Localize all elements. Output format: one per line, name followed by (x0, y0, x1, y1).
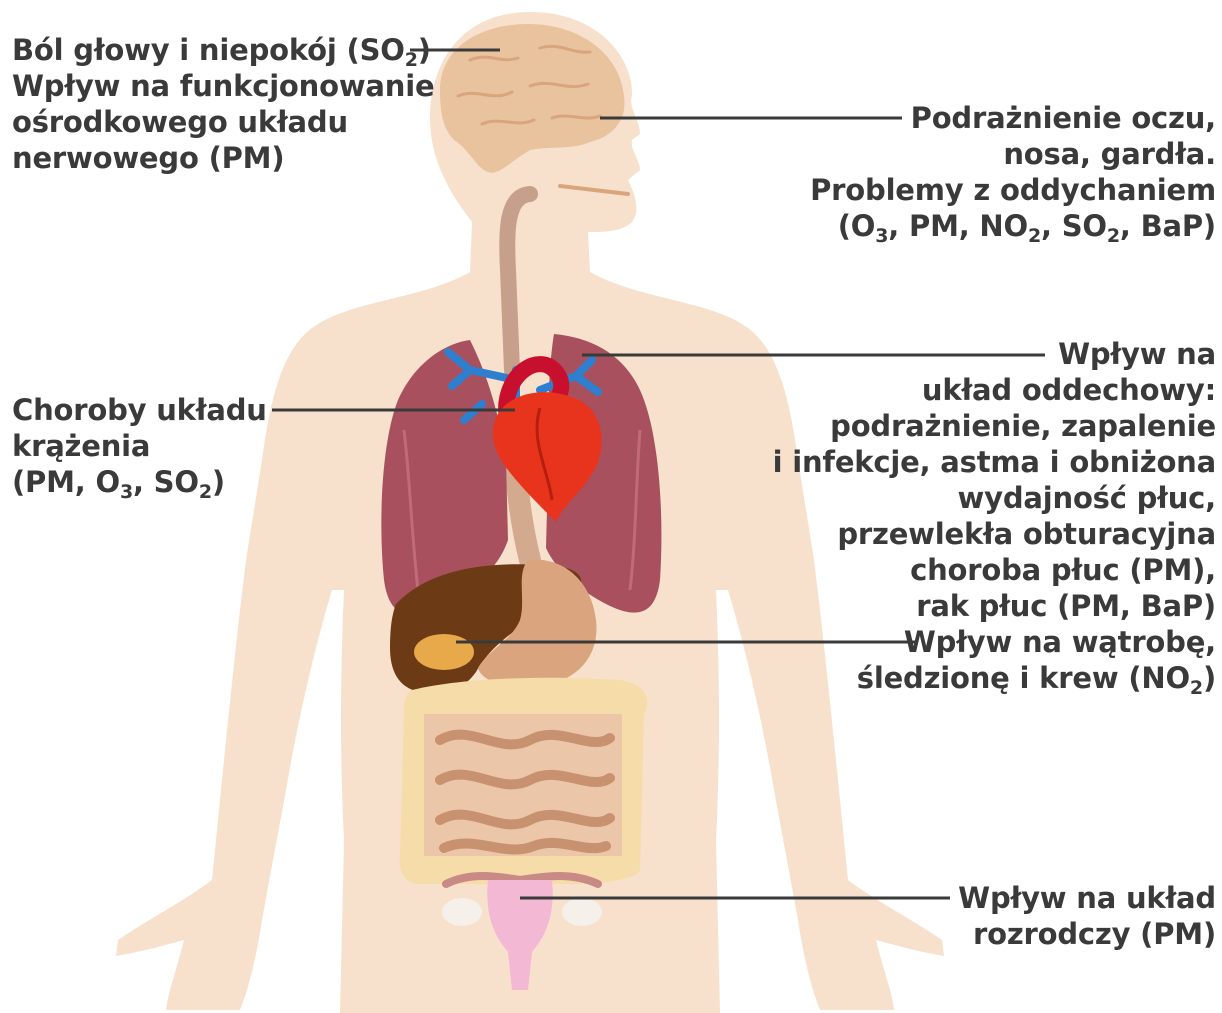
label-text: (PM, O (12, 465, 120, 499)
respiratory-label-line: przewlekła obturacyjna (773, 516, 1216, 552)
left-ovary (442, 898, 482, 926)
respiratory-label-line: rak płuc (PM, BaP) (773, 588, 1216, 624)
label-text: ośrodkowego układu (12, 105, 348, 139)
subscript: 2 (1190, 677, 1203, 699)
label-text: nosa, gardła. (1003, 137, 1216, 171)
label-liver: Wpływ na wątrobę,śledzionę i krew (NO2) (857, 624, 1216, 696)
label-text: Wpływ na układ (958, 881, 1216, 915)
reproductive-label-line: rozrodczy (PM) (958, 916, 1216, 952)
label-text: ) (418, 33, 431, 67)
eyes-label-line: nosa, gardła. (810, 136, 1216, 172)
subscript: 3 (120, 481, 133, 503)
respiratory-label-line: układ oddechowy: (773, 372, 1216, 408)
circulatory-label-line: (PM, O3, SO2) (12, 464, 267, 500)
subscript: 2 (1028, 225, 1041, 247)
label-text: Problemy z oddychaniem (810, 173, 1216, 207)
circulatory-label-line: krążenia (12, 428, 267, 464)
label-text: przewlekła obturacyjna (837, 517, 1216, 551)
right-ovary (562, 898, 602, 926)
label-text: ) (1203, 661, 1216, 695)
respiratory-label-line: i infekcje, astma i obniżona (773, 444, 1216, 480)
label-text: Wpływ na (1058, 337, 1216, 371)
label-text: podrażnienie, zapalenie (830, 409, 1216, 443)
label-brain: Ból głowy i niepokój (SO2)Wpływ na funkc… (12, 32, 434, 176)
eyes-label-line: Podrażnienie oczu, (810, 100, 1216, 136)
label-text: krążenia (12, 429, 150, 463)
label-text: , SO (133, 465, 199, 499)
respiratory-label-line: wydajność płuc, (773, 480, 1216, 516)
reproductive-label-line: Wpływ na układ (958, 880, 1216, 916)
circulatory-label-line: Choroby układu (12, 392, 267, 428)
liver-label-line: Wpływ na wątrobę, (857, 624, 1216, 660)
label-text: nerwowego (PM) (12, 141, 284, 175)
label-text: Podrażnienie oczu, (911, 101, 1216, 135)
label-text: ) (212, 465, 225, 499)
label-eyes: Podrażnienie oczu,nosa, gardła.Problemy … (810, 100, 1216, 244)
label-text: śledzionę i krew (NO (857, 661, 1190, 695)
brain-label-line: Ból głowy i niepokój (SO2) (12, 32, 434, 68)
label-text: układ oddechowy: (922, 373, 1216, 407)
brain-label-line: nerwowego (PM) (12, 140, 434, 176)
gallbladder (414, 634, 474, 670)
respiratory-label-line: podrażnienie, zapalenie (773, 408, 1216, 444)
label-text: (O (838, 209, 876, 243)
label-text: , BaP) (1120, 209, 1216, 243)
label-text: wydajność płuc, (958, 481, 1216, 515)
eyes-label-line: (O3, PM, NO2, SO2, BaP) (810, 208, 1216, 244)
liver-label-line: śledzionę i krew (NO2) (857, 660, 1216, 696)
label-text: Choroby układu (12, 393, 267, 427)
eyes-label-line: Problemy z oddychaniem (810, 172, 1216, 208)
subscript: 2 (1107, 225, 1120, 247)
respiratory-label-line: Wpływ na (773, 336, 1216, 372)
subscript: 2 (199, 481, 212, 503)
label-text: rozrodczy (PM) (973, 917, 1216, 951)
label-text: Wpływ na funkcjonowanie (12, 69, 434, 103)
brain-label-line: Wpływ na funkcjonowanie (12, 68, 434, 104)
label-text: Wpływ na wątrobę, (904, 625, 1216, 659)
label-text: Ból głowy i niepokój (SO (12, 33, 405, 67)
respiratory-label-line: choroba płuc (PM), (773, 552, 1216, 588)
label-text: , SO (1041, 209, 1107, 243)
label-text: rak płuc (PM, BaP) (916, 589, 1216, 623)
label-text: i infekcje, astma i obniżona (773, 445, 1216, 479)
label-text: , PM, NO (888, 209, 1028, 243)
label-text: choroba płuc (PM), (910, 553, 1216, 587)
brain-label-line: ośrodkowego układu (12, 104, 434, 140)
subscript: 3 (875, 225, 888, 247)
